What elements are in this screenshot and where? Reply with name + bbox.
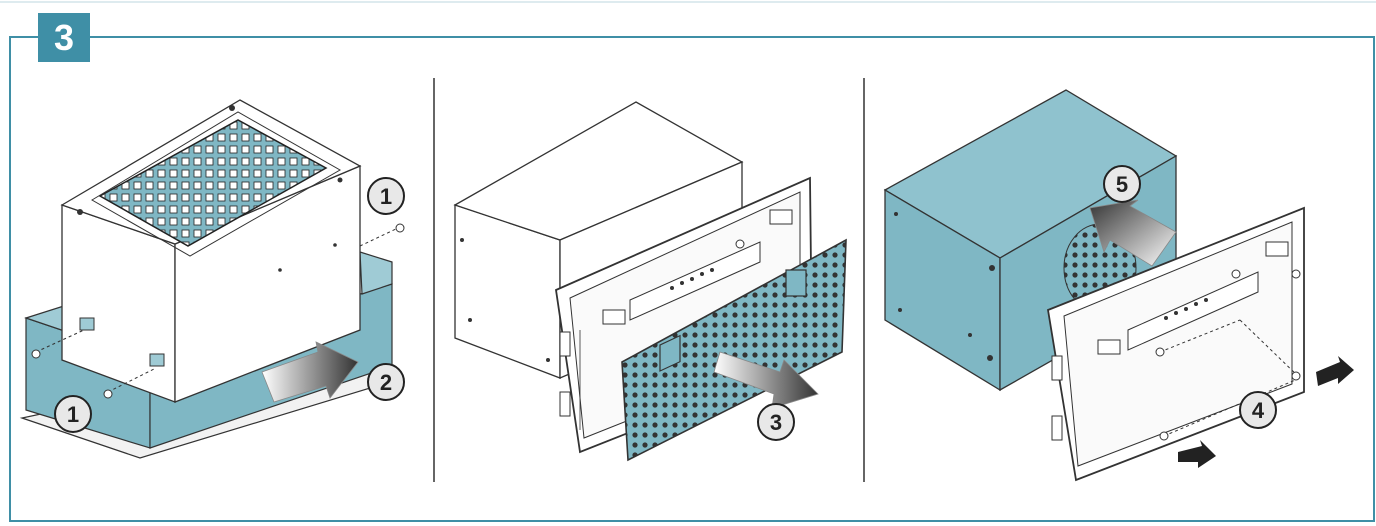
- callout-1-top: 1: [367, 177, 405, 215]
- side-clip: [559, 391, 571, 417]
- light-window: [1265, 241, 1289, 257]
- control-strip: [1127, 271, 1259, 351]
- direction-arrow-icon: [1316, 356, 1354, 386]
- panel-2-remove-grease-filter: 3: [453, 101, 847, 462]
- control-button-icon: [1184, 307, 1188, 311]
- insert-arrow-icon: [1089, 199, 1177, 267]
- screw-icon: [1291, 371, 1301, 381]
- svg-text:4: 4: [1252, 398, 1265, 423]
- light-window: [769, 209, 793, 225]
- control-button-icon: [680, 281, 684, 285]
- top-filter-grid: [98, 119, 328, 247]
- callout-5: 5: [1103, 165, 1141, 203]
- cover-back-rim: [359, 251, 393, 295]
- control-button-icon: [700, 272, 704, 276]
- callout-2: 2: [367, 363, 405, 401]
- top-filter-frame: [91, 111, 342, 257]
- screw-icon: [1159, 431, 1169, 441]
- control-button-icon: [690, 277, 694, 281]
- screw-path: [35, 329, 85, 353]
- screw-icon: [103, 389, 113, 399]
- side-clip: [559, 331, 571, 357]
- step-badge: 3: [38, 13, 90, 62]
- svg-text:5: 5: [1116, 172, 1128, 197]
- side-clip: [1051, 355, 1063, 381]
- screw-icon: [278, 268, 282, 272]
- light-window: [602, 309, 626, 325]
- pull-arrow-icon: [713, 351, 819, 409]
- step-frame: [9, 36, 1375, 522]
- control-button-icon: [1164, 316, 1168, 320]
- cover-bracket: [149, 353, 165, 367]
- screw-icon: [395, 223, 405, 233]
- light-window: [1097, 339, 1121, 355]
- svg-text:2: 2: [380, 370, 392, 395]
- screw-icon: [1155, 347, 1165, 357]
- screw-path: [1239, 319, 1301, 379]
- panel-1-remove-cover: 1 1 2: [19, 99, 405, 459]
- screw-icon: [1291, 269, 1301, 279]
- control-button-icon: [710, 268, 714, 272]
- svg-text:1: 1: [380, 184, 392, 209]
- control-button-icon: [1204, 298, 1208, 302]
- screw-icon: [337, 177, 343, 183]
- pull-arrow-icon: [261, 341, 359, 403]
- svg-text:3: 3: [770, 410, 782, 435]
- screw-icon: [77, 209, 83, 215]
- filter-handle: [785, 269, 807, 297]
- control-button-icon: [1194, 302, 1198, 306]
- callout-3: 3: [757, 403, 795, 441]
- panel-3-remove-front-panel: 4 5: [883, 89, 1354, 482]
- screw-icon: [333, 243, 337, 247]
- screw-icon: [229, 105, 235, 111]
- cover-bracket: [79, 317, 95, 331]
- step-badge-box: [38, 13, 90, 62]
- control-strip: [629, 241, 761, 321]
- screw-path: [1163, 377, 1301, 437]
- direction-arrow-icon: [1178, 440, 1216, 468]
- svg-text:1: 1: [67, 402, 79, 427]
- screw-path: [359, 227, 399, 247]
- filter-handle: [659, 334, 681, 372]
- control-button-icon: [670, 286, 674, 290]
- control-button-icon: [1174, 311, 1178, 315]
- callout-4: 4: [1239, 391, 1277, 429]
- side-clip: [1051, 415, 1063, 441]
- screw-path: [107, 367, 157, 393]
- knob-icon: [735, 239, 745, 249]
- screw-icon: [31, 349, 41, 359]
- step-number: 3: [54, 17, 74, 58]
- screw-path: [1159, 319, 1241, 353]
- knob-icon: [1231, 269, 1241, 279]
- callout-1-bottom: 1: [54, 395, 92, 433]
